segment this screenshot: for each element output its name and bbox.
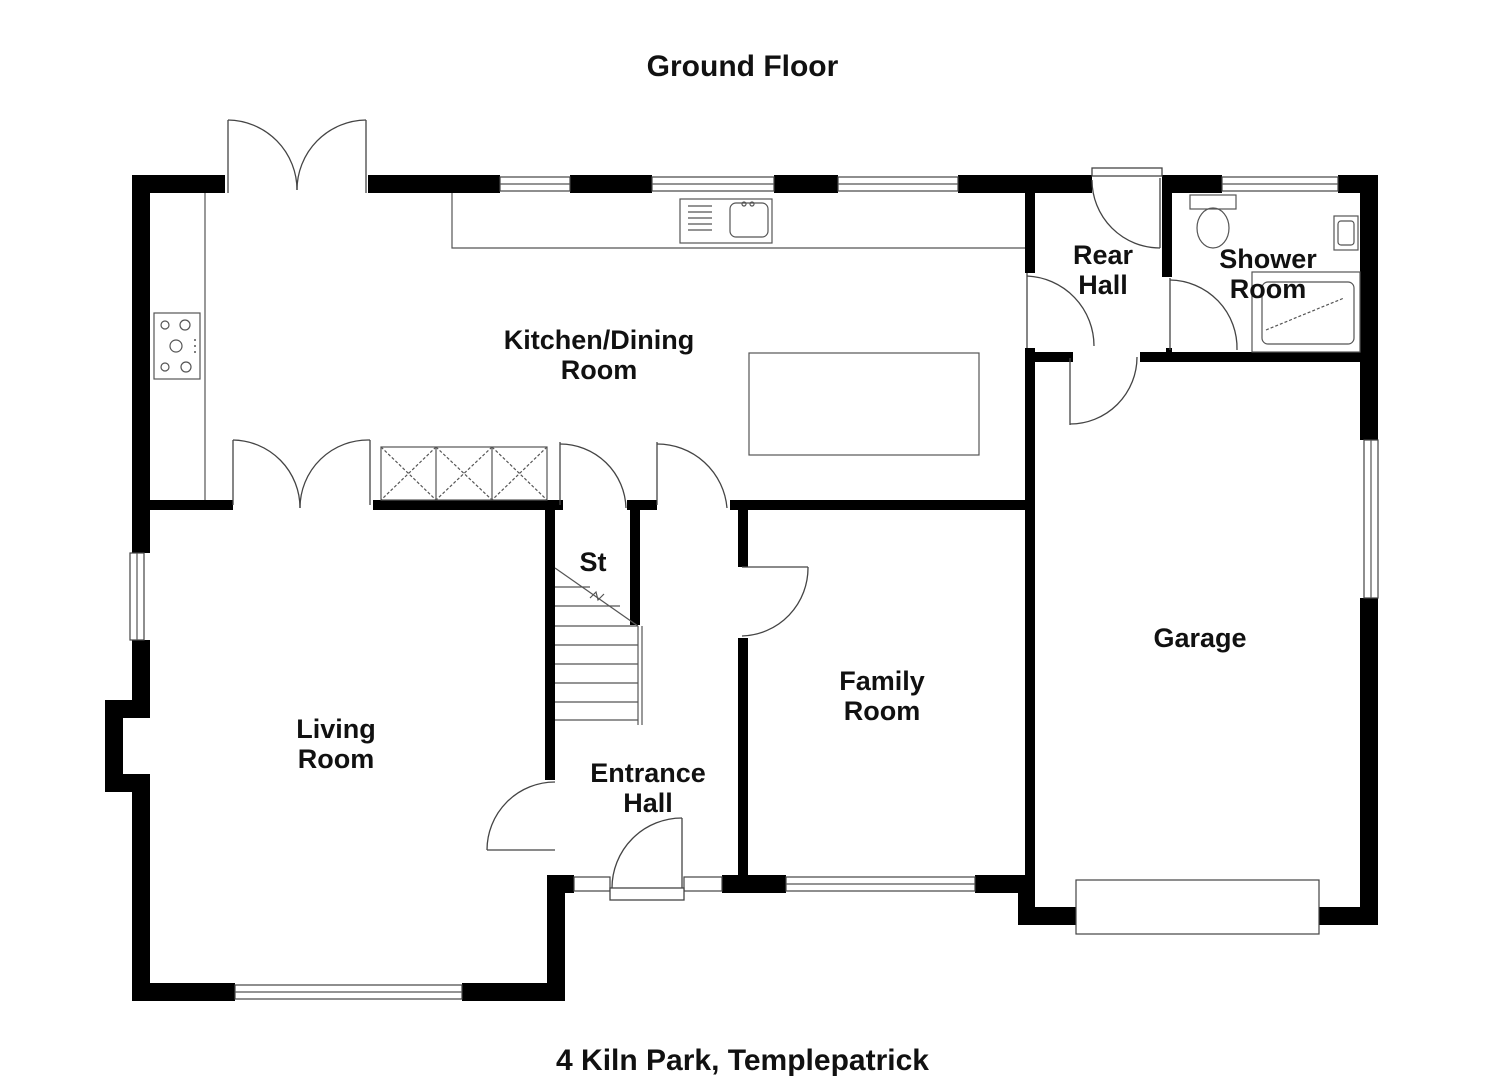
floor-title: Ground Floor (646, 50, 839, 83)
toilet-icon (1189, 194, 1237, 249)
room-label-line: Garage (1153, 623, 1247, 653)
property-address: 4 Kiln Park, Templepatrick (556, 1044, 929, 1077)
room-label-line: Entrance (590, 758, 706, 788)
room-label-line: Room (1229, 274, 1307, 304)
room-label-line: Family (839, 666, 925, 696)
room-label-line: Hall (623, 788, 673, 818)
room-label-line: Rear (1072, 240, 1134, 270)
sink-icon (679, 198, 773, 244)
room-kitchen-dining: Kitchen/Dining Room (504, 325, 695, 385)
room-rear-hall: Rear Hall (1073, 240, 1133, 300)
room-family-room: Family Room (839, 666, 925, 726)
hob-icon (153, 312, 201, 380)
shower-tray-icon (1251, 271, 1361, 353)
room-label-line: St (579, 547, 607, 577)
room-shower-room: Shower Room (1219, 244, 1317, 304)
basin-icon (1333, 215, 1359, 251)
utility-units (380, 446, 548, 501)
room-label-line: Living (296, 714, 376, 744)
staircase (554, 567, 643, 725)
kitchen-worktops (204, 193, 1025, 500)
internal-walls (150, 185, 1370, 893)
room-label-line: Shower (1219, 244, 1317, 274)
room-label-line: Room (297, 744, 375, 774)
windows (129, 176, 1379, 1000)
room-garage: Garage (1153, 623, 1246, 653)
room-label-line: Room (560, 355, 638, 385)
room-entrance-hall: Entrance Hall (590, 758, 706, 818)
walls (105, 175, 1378, 1001)
room-label-line: Hall (1078, 270, 1128, 300)
room-living-room: Living Room (296, 714, 376, 774)
room-label-line: Kitchen/Dining (503, 325, 695, 355)
doors (227, 119, 1238, 901)
room-store: St (580, 547, 607, 577)
room-label-line: Room (843, 696, 921, 726)
